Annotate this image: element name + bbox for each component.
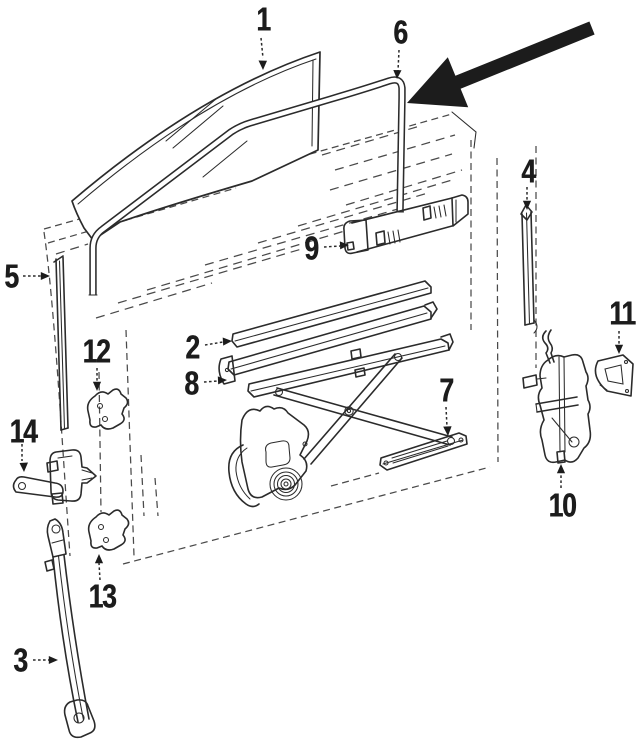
part-11-striker (594, 354, 634, 397)
part-8-molding-clip (218, 301, 438, 385)
part-1-door-glass (71, 51, 321, 241)
callout-10: 10 (548, 486, 577, 524)
callout-7: 7 (439, 371, 454, 409)
callout-14: 14 (9, 412, 38, 450)
callout-12: 12 (82, 332, 111, 370)
callout-11: 11 (609, 294, 636, 332)
callout-9: 9 (304, 229, 319, 267)
callout-6: 6 (393, 13, 408, 51)
part-5-glass-run-front (53, 255, 69, 431)
part-12-upper-hinge (86, 388, 129, 430)
callout-1: 1 (256, 0, 271, 38)
callout-5: 5 (4, 257, 19, 295)
part-14-door-check (12, 449, 97, 505)
part-7-lower-rail (379, 432, 468, 471)
callout-2: 2 (185, 328, 200, 366)
callout-4: 4 (521, 152, 536, 190)
highlight-arrow (407, 21, 595, 108)
part-13-lower-hinge (87, 509, 130, 551)
part-4-glass-run-rear (520, 204, 538, 334)
part-2-belt-molding (231, 280, 432, 348)
part-6-window-frame (88, 76, 406, 296)
part-10-door-lock (522, 329, 592, 464)
regulator-drive-assembly (227, 405, 310, 508)
part-9-remote-control (343, 194, 469, 255)
callout-8: 8 (184, 364, 199, 402)
callout-3: 3 (13, 641, 28, 679)
callout-13: 13 (88, 577, 117, 615)
regulator-upper-rail (247, 333, 454, 398)
part-3-guide-channel (44, 518, 96, 739)
callout-leaders (19, 37, 624, 664)
regulator-scissor-arms (273, 352, 456, 465)
